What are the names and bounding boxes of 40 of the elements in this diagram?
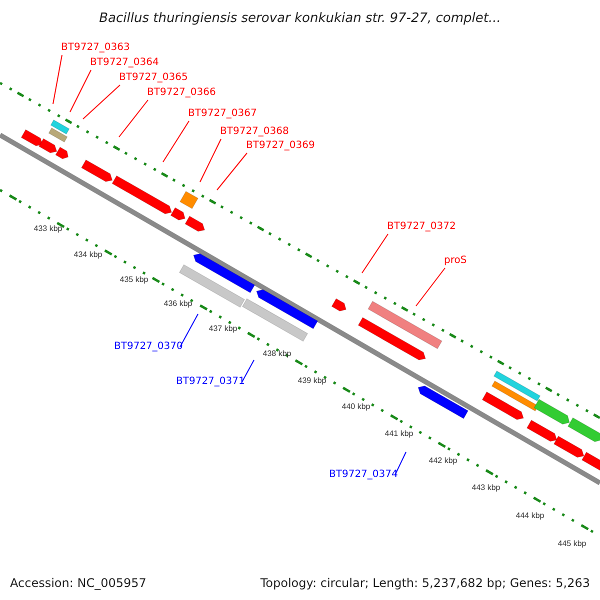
- scale-label: 439 kbp: [298, 376, 326, 386]
- scale-label: 433 kbp: [34, 224, 62, 234]
- leader-line: [82, 84, 120, 120]
- gene-label: proS: [444, 255, 467, 267]
- scale-label: 440 kbp: [342, 402, 370, 412]
- gene-label: BT9727_0370: [114, 341, 183, 353]
- leader-line: [216, 152, 248, 190]
- scale-label: 437 kbp: [208, 324, 238, 334]
- gene-label: BT9727_0365: [119, 72, 188, 84]
- leader-line: [70, 70, 92, 112]
- gene-label: BT9727_0372: [387, 221, 456, 233]
- leader-line: [180, 314, 198, 348]
- scale-label: 435 kbp: [120, 275, 148, 285]
- leader-line: [416, 268, 446, 306]
- gene-label: BT9727_0371: [176, 376, 245, 388]
- genome-stats-text: Topology: circular; Length: 5,237,682 bp; Genes: 5,263: [260, 575, 590, 592]
- map-title: Bacillus thuringiensis serovar konkukian str. 97-27, complet...: [98, 10, 502, 28]
- leader-line: [162, 120, 190, 162]
- leader-line: [118, 100, 148, 138]
- scale-label: 444 kbp: [516, 511, 544, 521]
- leader-line: [242, 360, 254, 382]
- leader-line: [362, 234, 388, 274]
- scale-label: 434 kbp: [74, 250, 102, 260]
- gene-label: BT9727_0364: [90, 57, 159, 69]
- gene-label: BT9727_0369: [246, 140, 315, 152]
- accession-text: Accession: NC_005957: [10, 575, 146, 592]
- gene-label: BT9727_0363: [61, 42, 130, 54]
- gene-label: BT9727_0374: [329, 469, 398, 481]
- scale-label: 438 kbp: [262, 349, 292, 359]
- leader-line: [200, 138, 222, 182]
- scale-label: 441 kbp: [384, 429, 414, 439]
- scale-label: 443 kbp: [472, 483, 500, 493]
- gene-label: BT9727_0368: [220, 126, 289, 138]
- scale-label: 436 kbp: [164, 299, 192, 309]
- scale-label: 445 kbp: [558, 539, 586, 549]
- leader-line: [52, 54, 62, 104]
- leader-line: [394, 452, 406, 476]
- gene-label: BT9727_0367: [188, 108, 257, 120]
- scale-label: 442 kbp: [428, 456, 458, 466]
- gene-label: BT9727_0366: [147, 87, 216, 99]
